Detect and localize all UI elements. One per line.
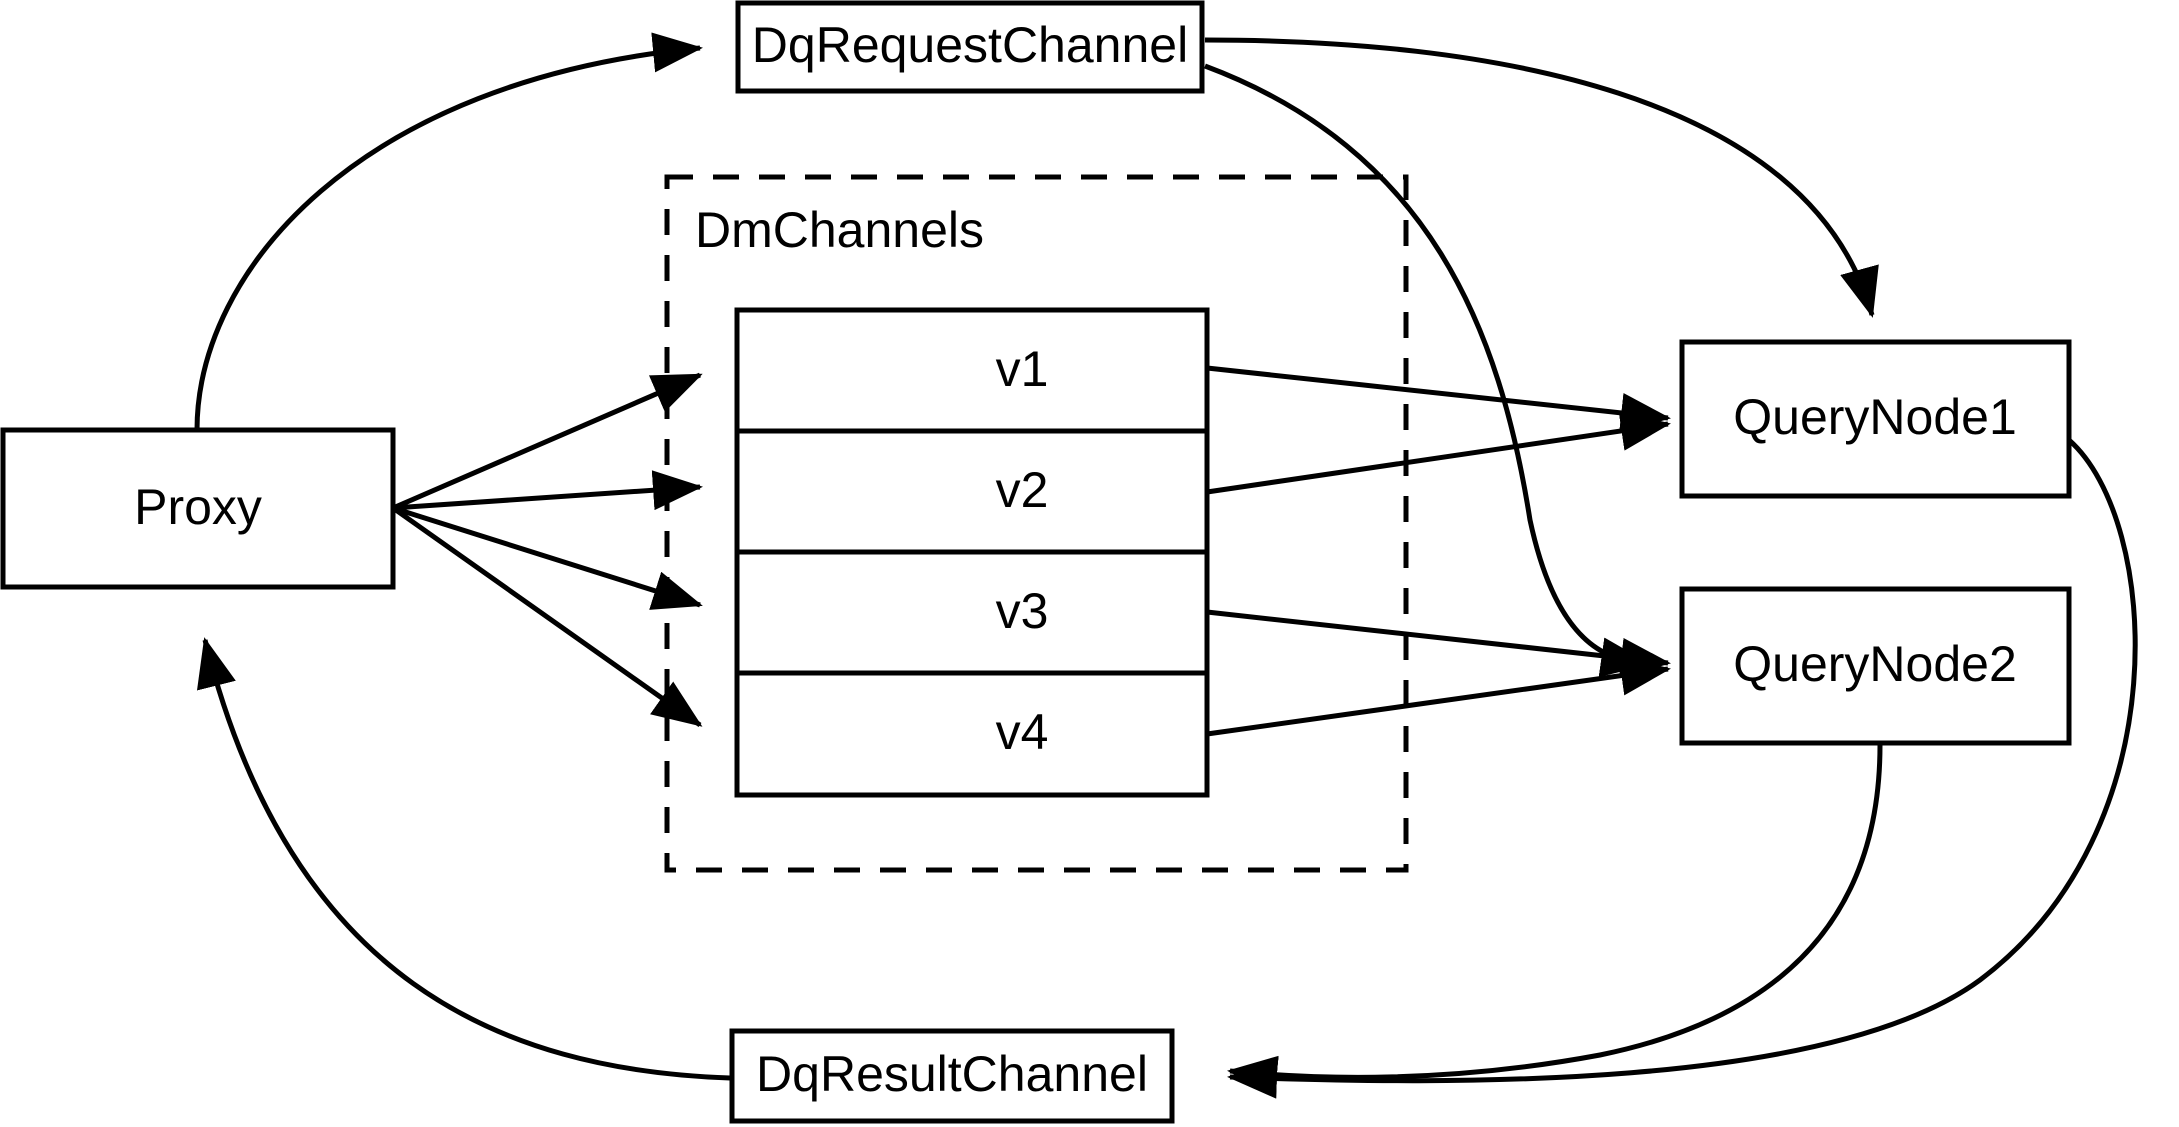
node-querynode1[interactable] bbox=[1679, 339, 2072, 499]
vchannel-slot-v4[interactable]: v4 bbox=[996, 704, 1049, 760]
node-dqresultchannel-label: DqResultChannel bbox=[756, 1046, 1148, 1102]
edge-v4-to-querynode2 bbox=[1206, 655, 1671, 737]
edge-dqrequestchannel-to-querynode1 bbox=[1204, 37, 1879, 318]
node-dqrequestchannel-label: DqRequestChannel bbox=[752, 17, 1188, 73]
dmchannels-group-label: DmChannels bbox=[695, 202, 984, 258]
edge-v3-to-querynode2 bbox=[1206, 609, 1671, 678]
edge-v2-to-querynode1 bbox=[1206, 411, 1671, 495]
node-querynode1-label: QueryNode1 bbox=[1733, 389, 2017, 445]
node-dqresultchannel[interactable] bbox=[729, 1028, 1175, 1124]
node-querynode2-label: QueryNode2 bbox=[1733, 636, 2017, 692]
edge-v1-to-querynode1 bbox=[1206, 365, 1671, 433]
vchannel-slot-v2[interactable]: v2 bbox=[996, 462, 1049, 518]
edge-querynode1-to-dqresultchannel bbox=[1227, 438, 2138, 1099]
vchannel-slot-v3[interactable]: v3 bbox=[996, 583, 1049, 639]
dmchannels-group bbox=[664, 174, 1409, 873]
node-dqrequestchannel[interactable] bbox=[735, 0, 1205, 94]
edge-proxy-to-v1 bbox=[392, 372, 703, 511]
edge-proxy-to-v2 bbox=[392, 470, 703, 511]
edge-querynode2-to-dqresultchannel bbox=[1227, 744, 1883, 1096]
node-proxy[interactable] bbox=[0, 427, 396, 590]
vchannel-slot-v1[interactable]: v1 bbox=[996, 341, 1049, 397]
edge-proxy-to-v4 bbox=[391, 505, 703, 728]
node-proxy-label: Proxy bbox=[134, 479, 262, 535]
edge-proxy-to-v3 bbox=[392, 505, 703, 610]
edge-dqresultchannel-to-proxy bbox=[197, 637, 731, 1081]
edge-proxy-to-dqrequestchannel bbox=[194, 32, 703, 431]
edge-dqrequestchannel-to-querynode2 bbox=[1204, 63, 1651, 678]
node-querynode2[interactable] bbox=[1679, 586, 2072, 746]
